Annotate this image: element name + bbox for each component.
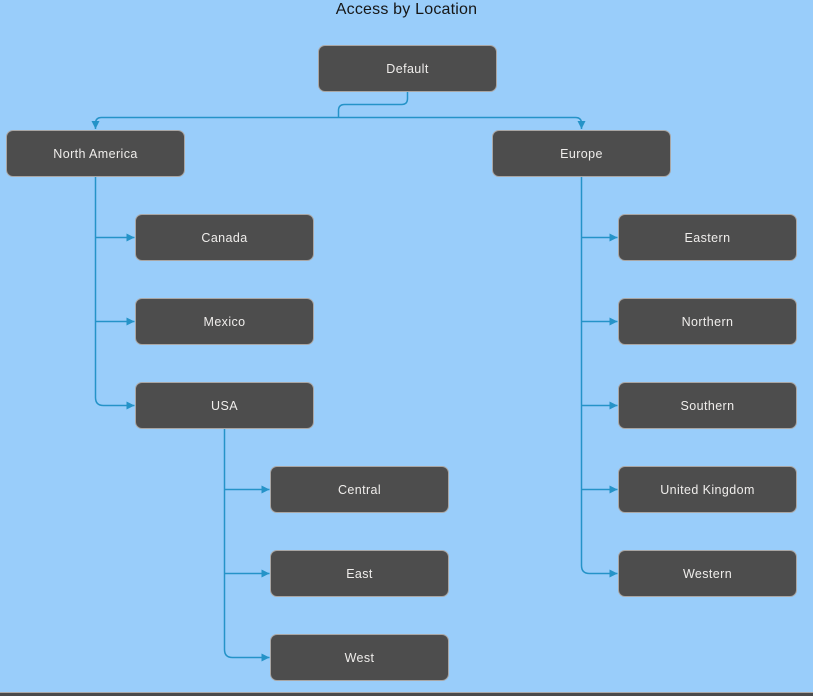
node-label: North America	[53, 146, 138, 161]
bottom-window-edge	[0, 692, 813, 696]
node-label: Default	[386, 61, 429, 76]
connector-europe-trunk	[580, 177, 618, 578]
connector-default-stem	[337, 92, 409, 118]
node-label: Southern	[680, 398, 735, 413]
node-united-kingdom[interactable]: United Kingdom	[618, 466, 797, 513]
connector-default-rail	[91, 116, 586, 129]
node-mexico[interactable]: Mexico	[135, 298, 314, 345]
node-western[interactable]: Western	[618, 550, 797, 597]
node-east[interactable]: East	[270, 550, 449, 597]
node-northern[interactable]: Northern	[618, 298, 797, 345]
diagram-title: Access by Location	[335, 1, 478, 18]
node-label: Central	[337, 482, 382, 497]
node-southern[interactable]: Southern	[618, 382, 797, 429]
connector-north-america-trunk	[94, 177, 135, 410]
node-label: Canada	[201, 230, 248, 245]
node-eastern[interactable]: Eastern	[618, 214, 797, 261]
connector-usa-trunk	[223, 429, 270, 662]
node-europe[interactable]: Europe	[492, 130, 671, 177]
node-label: United Kingdom	[660, 482, 755, 497]
node-label: Eastern	[684, 230, 731, 245]
node-label: USA	[211, 398, 238, 413]
node-north-america[interactable]: North America	[6, 130, 185, 177]
node-default[interactable]: Default	[318, 45, 497, 92]
node-usa[interactable]: USA	[135, 382, 314, 429]
node-label: Europe	[560, 146, 603, 161]
node-label: Northern	[681, 314, 734, 329]
node-central[interactable]: Central	[270, 466, 449, 513]
node-west[interactable]: West	[270, 634, 449, 681]
node-label: Mexico	[203, 314, 246, 329]
node-canada[interactable]: Canada	[135, 214, 314, 261]
node-label: West	[344, 650, 375, 665]
node-label: Western	[682, 566, 733, 581]
node-label: East	[346, 566, 373, 581]
